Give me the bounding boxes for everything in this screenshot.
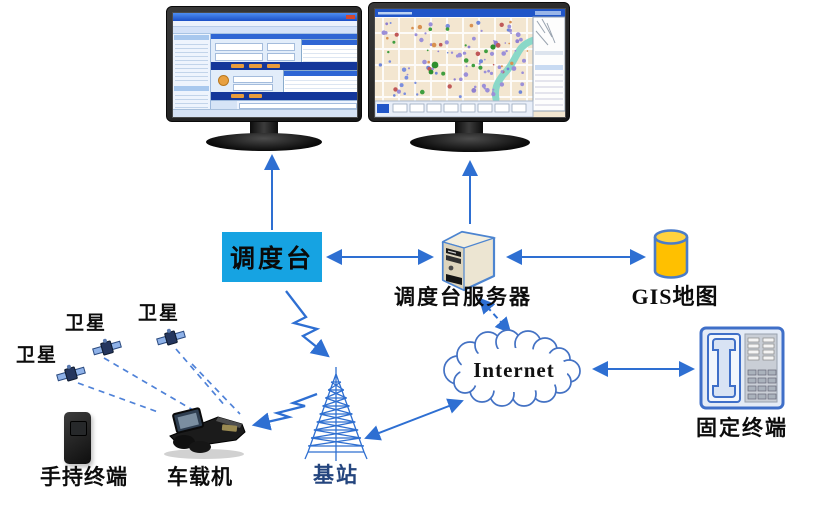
server-label: 调度台服务器 [394,285,532,309]
dispatch-console-monitor [166,6,362,156]
gis-map-screen [374,8,566,118]
dispatcher-console-node: 调度台 [222,232,322,282]
vehicle-unit-label: 车载机 [167,465,233,489]
link-tower-internet [364,398,464,441]
fixed-terminal-phone-icon [699,326,785,410]
map-toolbar-buttons [392,103,527,113]
base-station-tower-icon [304,367,368,461]
satellite-3-label: 卫星 [137,303,180,324]
satellite-2-label: 卫星 [64,313,107,334]
satellite-2-icon [92,338,122,356]
vehicle-unit-icon [164,407,246,459]
internet-cloud: Internet [443,329,581,407]
server-icon [441,230,497,292]
gis-map-monitor [368,2,570,156]
handheld-terminal-label: 手持终端 [40,465,128,489]
side-panel-minimap [535,18,556,46]
gis-map-label: GIS地图 [631,284,719,309]
internet-label: Internet [473,358,554,382]
satellite-1-label: 卫星 [15,345,58,366]
dispatcher-console-label: 调度台 [229,246,314,273]
satellite-links [77,348,241,415]
satellite-1-icon [56,364,86,382]
fixed-terminal-label: 固定终端 [696,416,788,440]
radio-bolt-dispatcher-tower [285,290,330,358]
satellite-3-icon [156,328,186,346]
handheld-terminal-icon [64,412,91,464]
link-server-internet [478,297,512,334]
base-station-label: 基站 [313,463,359,487]
gis-database-icon [653,229,689,279]
dispatch-app-screen [172,12,358,118]
radio-bolt-tower-vehicle [251,392,318,431]
